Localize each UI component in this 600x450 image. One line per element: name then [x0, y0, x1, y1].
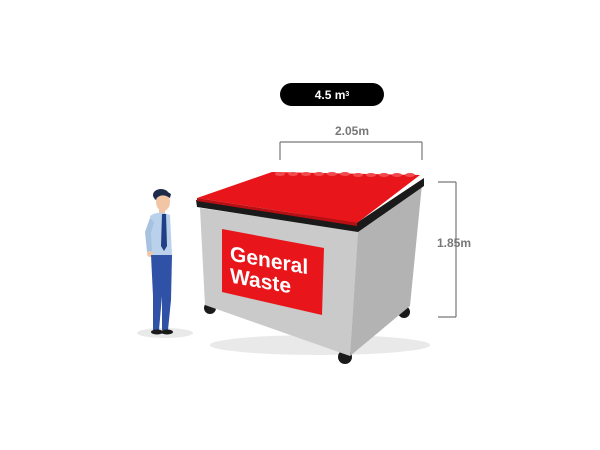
lid-shade: [197, 198, 357, 226]
volume-value: 4.5: [314, 87, 332, 102]
bin-lid: [197, 172, 420, 223]
person-standing-icon: [145, 189, 173, 335]
bin-side-face: [350, 184, 422, 356]
bin-icon: General Waste: [196, 172, 424, 364]
bin-rim: [196, 178, 424, 232]
width-dimension-line: [279, 141, 423, 160]
height-dimension-label: 1.85m: [437, 236, 472, 250]
lid-ridges: [275, 172, 415, 177]
width-dimension-label: 2.05m: [335, 124, 370, 138]
volume-superscript: 3: [345, 91, 350, 98]
waste-label-panel: [222, 229, 324, 315]
height-dimension-line: [438, 181, 457, 318]
volume-unit: m: [334, 87, 346, 102]
